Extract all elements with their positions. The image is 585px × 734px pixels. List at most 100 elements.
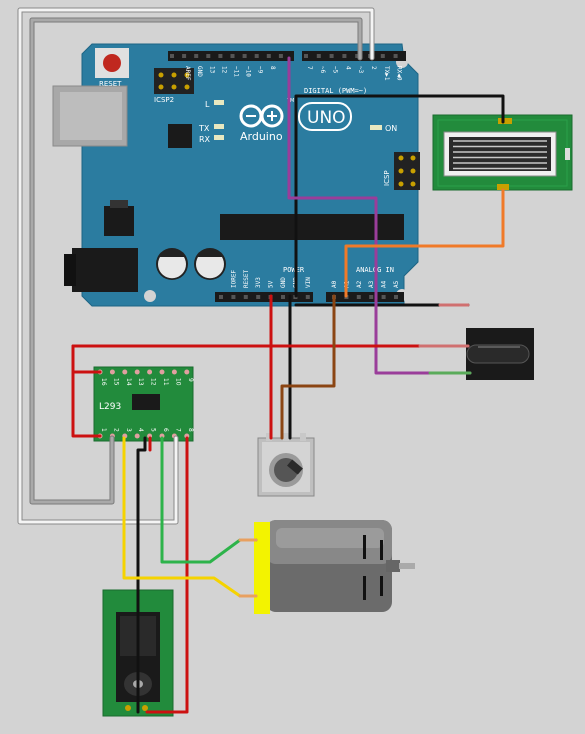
driver-pin-label: 3 — [125, 428, 132, 432]
driver-pin-label: 9 — [187, 378, 194, 382]
header-pin[interactable] — [254, 54, 259, 58]
power-pin-label: 3V3 — [255, 277, 262, 288]
header-pin[interactable] — [393, 54, 398, 58]
digital-pin-label: 7 — [306, 66, 313, 70]
capacitor — [194, 248, 226, 280]
capacitor — [156, 248, 188, 280]
digital-pin-label: 13 — [208, 66, 215, 74]
tx-led-label: TX — [198, 124, 210, 133]
driver-pin-label: 4 — [137, 428, 144, 432]
uno-badge — [298, 102, 352, 131]
driver-pin[interactable] — [134, 369, 140, 375]
dc-motor — [254, 520, 415, 614]
wire-orange[interactable] — [344, 188, 505, 298]
power-pin-label: GND — [280, 277, 287, 288]
icsp2-header — [154, 68, 194, 94]
header-pin[interactable] — [380, 54, 385, 58]
driver-pin[interactable] — [122, 369, 128, 375]
tx-led — [214, 124, 224, 129]
potentiometer-knob-icon[interactable] — [287, 459, 303, 475]
driver-pin-label: 5 — [150, 428, 157, 432]
driver-pin[interactable] — [184, 369, 190, 375]
header-pin[interactable] — [242, 54, 247, 58]
header-pin[interactable] — [266, 54, 271, 58]
digital-pin-label: 4 — [344, 66, 351, 70]
potentiometer — [257, 433, 315, 497]
on-led-label: ON — [385, 124, 397, 133]
power-pin-label: A5 — [393, 280, 400, 288]
icsp2-label: ICSP2 — [154, 96, 174, 104]
header-pin[interactable] — [278, 54, 283, 58]
digital-pin-label: 8 — [269, 66, 276, 70]
header-pin[interactable] — [381, 295, 386, 299]
wire-purple[interactable] — [287, 56, 472, 375]
header-pin[interactable] — [218, 54, 223, 58]
driver-chip-label: L293 — [99, 402, 121, 412]
sensor-module — [432, 114, 573, 191]
driver-pin-label: 6 — [162, 428, 169, 432]
power-pin-label: A3 — [368, 280, 375, 288]
header-pin[interactable] — [316, 54, 321, 58]
arduino-logo-icon — [239, 104, 284, 128]
power-pin-label: A2 — [356, 280, 363, 288]
reset-button-cap[interactable] — [103, 54, 121, 72]
driver-pin-label: 8 — [187, 428, 194, 432]
header-pin[interactable] — [194, 54, 199, 58]
header-pin[interactable] — [304, 54, 308, 58]
driver-pin[interactable] — [134, 433, 140, 439]
wire-black[interactable] — [294, 94, 505, 298]
dc-power-jack — [72, 248, 138, 292]
motor-end-cap — [254, 522, 270, 614]
digital-pin-label: GND — [196, 66, 203, 77]
power-pin-label: 5V — [268, 280, 275, 288]
driver-pin-label: 13 — [137, 378, 144, 386]
header-pin[interactable] — [305, 295, 310, 299]
icsp-header — [394, 152, 420, 190]
driver-pin-label: 1 — [100, 428, 107, 432]
header-pin[interactable] — [356, 295, 361, 299]
header-pin[interactable] — [206, 54, 211, 58]
header-pin[interactable] — [369, 295, 374, 299]
digital-pin-label: 12 — [220, 66, 227, 74]
l-led-label: L — [205, 100, 210, 109]
header-pin[interactable] — [231, 295, 236, 299]
header-pin[interactable] — [182, 54, 187, 58]
driver-pin[interactable] — [159, 369, 165, 375]
header-pin[interactable] — [394, 295, 398, 299]
driver-pin-label: 15 — [112, 378, 119, 386]
header-pin[interactable] — [219, 295, 223, 299]
header-pin[interactable] — [281, 295, 285, 299]
digital-pin-label: ~10 — [245, 66, 252, 77]
driver-pin[interactable] — [171, 369, 177, 375]
digital-label: DIGITAL (PWM=~) — [304, 87, 367, 95]
header-pin[interactable] — [230, 54, 235, 58]
wires — [17, 7, 505, 714]
driver-pin-label: 16 — [100, 378, 107, 386]
driver-pin[interactable] — [109, 369, 115, 375]
driver-pin[interactable] — [147, 369, 153, 375]
header-pin[interactable] — [329, 54, 334, 58]
header-pin[interactable] — [243, 295, 248, 299]
power-pin-label: RESET — [243, 270, 250, 288]
digital-pin-label: RX◀0 — [396, 66, 403, 81]
header-pin[interactable] — [342, 54, 347, 58]
l-led — [214, 100, 224, 105]
icsp-label: ICSP — [383, 170, 391, 186]
digital-pin-label: 2 — [370, 66, 377, 70]
wire-yellow[interactable] — [122, 436, 258, 598]
l293-chip — [132, 394, 160, 410]
power-pin-label: A4 — [381, 280, 388, 288]
power-label: POWER — [283, 266, 305, 274]
power-pin-label: VIN — [305, 277, 312, 288]
brand-label: Arduino — [240, 130, 283, 143]
wire-brown[interactable] — [280, 294, 336, 440]
driver-pin-label: 7 — [174, 428, 181, 432]
header-pin[interactable] — [355, 54, 360, 58]
ir-receiver — [466, 328, 534, 380]
dc-power-jack-lip — [64, 254, 76, 286]
header-pin[interactable] — [170, 54, 174, 58]
header-pin[interactable] — [256, 295, 261, 299]
power-pin-label: A0 — [331, 280, 338, 288]
driver-pin-label: 11 — [162, 378, 169, 386]
